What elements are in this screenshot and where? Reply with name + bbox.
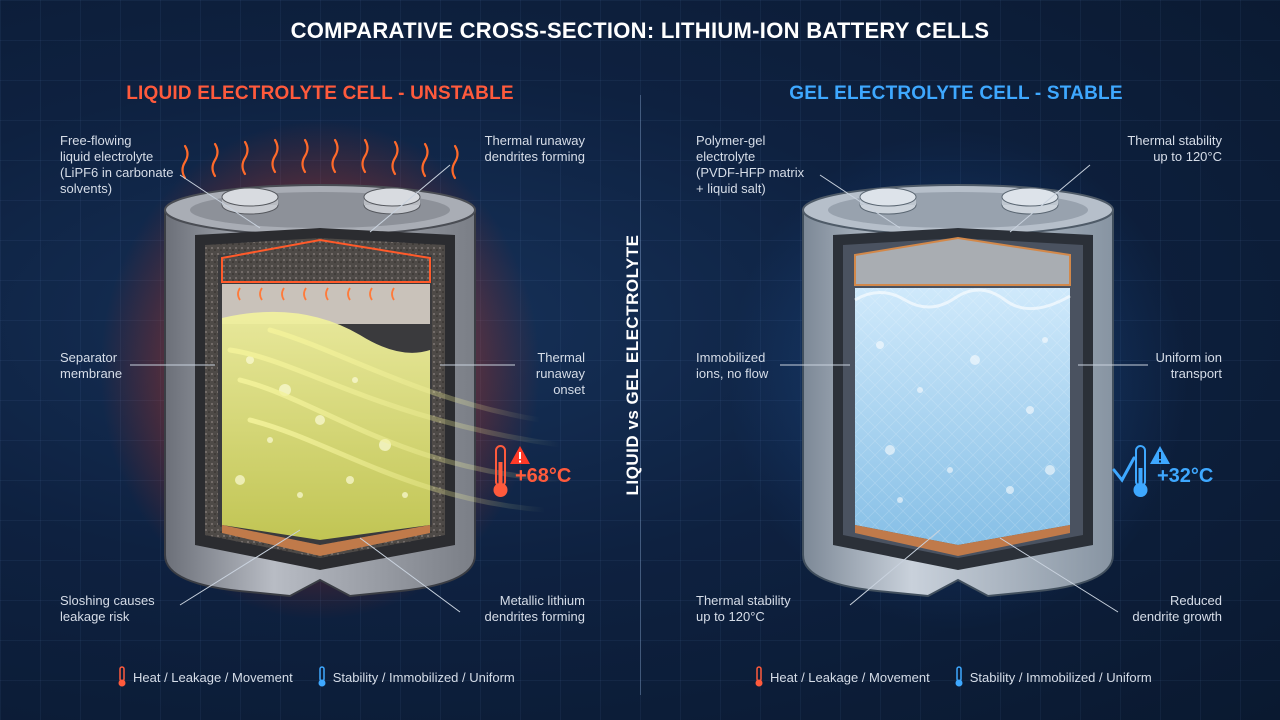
right-checkmark-icon <box>1112 456 1136 483</box>
left-warning-icon <box>510 446 530 464</box>
right-panel-title: GEL ELECTROLYTE CELL - STABLE <box>789 83 1123 104</box>
right-callouts <box>780 164 1148 613</box>
gel-cell <box>728 130 1188 630</box>
right-annot-top-left: Polymer-gel electrolyte (PVDF-HFP matrix… <box>696 133 805 196</box>
right-warning-icon <box>1150 446 1170 464</box>
left-annot-bottom-left: Sloshing causes leakage risk <box>60 593 155 624</box>
legend-item-hot: Heat / Leakage / Movement <box>754 666 930 688</box>
right-annot-bottom-right: Reduced dendrite growth <box>1132 593 1222 624</box>
legend-item-hot: Heat / Leakage / Movement <box>117 666 293 688</box>
right-annot-top-right: Thermal stability up to 120°C <box>1127 133 1222 164</box>
left-annot-top-right: Thermal runaway dendrites forming <box>484 133 585 164</box>
thermometer-icon <box>118 666 126 687</box>
left-callouts <box>130 164 515 613</box>
left-panel-title: LIQUID ELECTROLYTE CELL - UNSTABLE <box>126 83 514 104</box>
right-annot-mid-left: Immobilized ions, no flow <box>696 350 769 381</box>
legend-item-cool: Stability / Immobilized / Uniform <box>954 666 1152 688</box>
legend-cool-label: Stability / Immobilized / Uniform <box>332 669 515 685</box>
left-thermometer-icon <box>493 445 508 497</box>
liquid-cell <box>100 120 563 620</box>
right-legend: Heat / Leakage / Movement Stability / Im… <box>754 666 1166 688</box>
thermometer-icon <box>755 666 763 687</box>
legend-hot-label: Heat / Leakage / Movement <box>133 669 293 685</box>
left-annot-mid-left: Separator membrane <box>60 350 123 381</box>
left-annot-top-left: Free-flowing liquid electrolyte (LiPF6 i… <box>60 133 174 196</box>
center-divider <box>640 95 641 695</box>
right-annot-mid-right: Uniform ion transport <box>1155 350 1222 381</box>
right-annot-bottom-left: Thermal stability up to 120°C <box>696 593 791 624</box>
left-annot-mid-right: Thermal runaway onset <box>535 350 585 397</box>
internal-heat <box>237 287 395 301</box>
left-temperature: +68°C <box>515 465 572 487</box>
thermometer-icon <box>955 666 963 687</box>
left-legend: Heat / Leakage / Movement Stability / Im… <box>117 666 529 688</box>
right-thermometer-icon <box>1133 445 1148 497</box>
legend-item-cool: Stability / Immobilized / Uniform <box>317 666 515 688</box>
left-annot-bottom-right: Metallic lithium dendrites forming <box>484 593 585 624</box>
heat-waves <box>181 138 459 180</box>
legend-cool-label: Stability / Immobilized / Uniform <box>969 669 1152 685</box>
legend-hot-label: Heat / Leakage / Movement <box>770 669 930 685</box>
main-title: COMPARATIVE CROSS-SECTION: LITHIUM-ION B… <box>290 18 990 43</box>
bubbles <box>235 356 408 498</box>
thermometer-icon <box>318 666 326 687</box>
right-temperature: +32°C <box>1157 465 1214 487</box>
gel-droplets <box>876 337 1055 503</box>
